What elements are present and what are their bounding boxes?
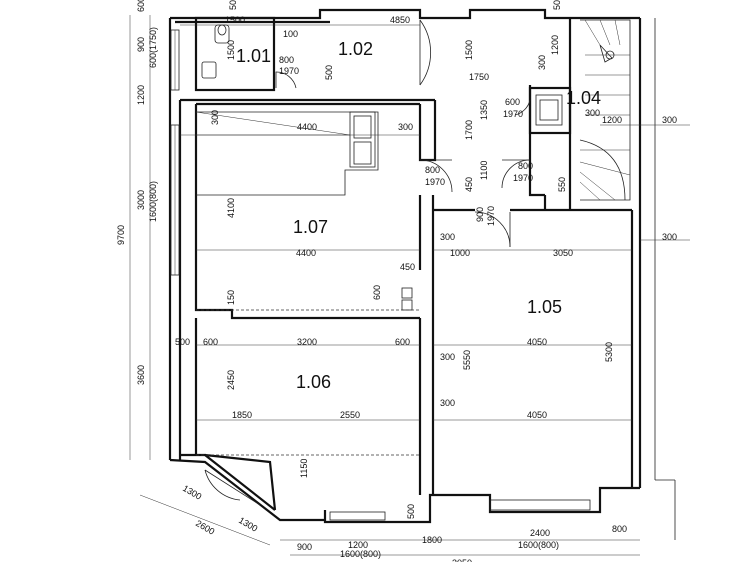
dim-label: 2550 (340, 410, 360, 420)
dim-label: 4400 (296, 248, 316, 258)
dim-label: 1970 (503, 109, 523, 119)
dim-label: 300 (398, 122, 413, 132)
dim-label: 900 (136, 37, 146, 52)
dim-label: 3050 (553, 248, 573, 258)
dim-label: 3050 (452, 558, 472, 562)
dim-label: 300 (585, 108, 600, 118)
dimension-labels-vertical: 600 900 600(1750) 1200 9700 3000 1600(80… (116, 0, 614, 478)
dim-label: 1970 (486, 206, 496, 226)
dim-label: 1000 (450, 248, 470, 258)
dim-label: 2600 (194, 518, 216, 537)
dimension-lines (129, 15, 690, 556)
room-label-1-05: 1.05 (527, 297, 562, 317)
dim-label: 1850 (232, 410, 252, 420)
dim-label: 1150 (299, 459, 309, 478)
dim-label: 600 (395, 337, 410, 347)
dim-label: 3600 (136, 365, 146, 385)
dim-label: 4850 (390, 15, 410, 25)
dim-label: 1350 (479, 100, 489, 120)
dim-label: 300 (210, 110, 220, 125)
dim-label: 100 (283, 29, 298, 39)
dim-label: 1600(800) (518, 540, 559, 550)
dim-label: 600 (136, 0, 146, 12)
dim-label: 1200 (348, 540, 368, 550)
room-label-1-01: 1.01 (236, 46, 271, 66)
dim-label: 4400 (297, 122, 317, 132)
dim-label: 1750 (469, 72, 489, 82)
room-label-1-02: 1.02 (338, 39, 373, 59)
dim-label: 450 (400, 262, 415, 272)
dim-label: 800 (518, 161, 533, 171)
dim-label: 1200 (550, 35, 560, 55)
dim-label: 300 (440, 352, 455, 362)
room-labels: 1.01 1.02 1.04 1.05 1.06 1.07 (236, 39, 601, 392)
dim-label: 9700 (116, 225, 126, 245)
doors (204, 19, 531, 506)
dim-label: 150 (226, 290, 236, 305)
dim-label: 1800 (422, 535, 442, 545)
dim-label: 2400 (530, 528, 550, 538)
dim-label: 500 (228, 0, 238, 10)
room-label-1-07: 1.07 (293, 217, 328, 237)
dim-label: 800 (612, 524, 627, 534)
diagonal-dimensions: 1300 1300 2600 (181, 483, 259, 537)
dim-label: 900 (475, 207, 485, 222)
room-label-1-06: 1.06 (296, 372, 331, 392)
room-label-1-04: 1.04 (566, 88, 601, 108)
dashed-lines (196, 309, 420, 456)
dim-label: 500 (324, 65, 334, 80)
dim-label: 900 (297, 542, 312, 552)
dim-label: 600(1750) (148, 27, 158, 68)
dim-label: 300 (440, 232, 455, 242)
dim-label: 300 (440, 398, 455, 408)
dim-label: 500 (406, 504, 416, 519)
staircase (579, 19, 631, 201)
dim-label: 1970 (513, 173, 533, 183)
dim-label: 1200 (136, 85, 146, 105)
dim-label: 1600(800) (340, 549, 381, 559)
dim-label: 1300 (237, 515, 259, 534)
dim-label: 800 (279, 55, 294, 65)
dim-label: 1700 (464, 120, 474, 140)
dim-label: 300 (537, 55, 547, 70)
dim-label: 4050 (527, 337, 547, 347)
dim-label: 600 (203, 337, 218, 347)
dim-label: 1970 (279, 66, 299, 76)
dim-label: 1500 (225, 15, 245, 25)
fixtures (195, 24, 563, 311)
dim-label: 3000 (136, 190, 146, 210)
dim-label: 500 (552, 0, 562, 10)
dim-label: 3200 (297, 337, 317, 347)
dim-label: 1300 (181, 483, 203, 502)
dim-label: 1200 (602, 115, 622, 125)
dim-label: 4050 (527, 410, 547, 420)
dim-label: 600 (372, 285, 382, 300)
dim-label: 1600(800) (148, 181, 158, 222)
dim-label: 450 (464, 177, 474, 192)
dim-label: 1970 (425, 177, 445, 187)
dim-label: 800 (425, 165, 440, 175)
dim-label: 300 (662, 115, 677, 125)
dim-label: 1100 (479, 161, 489, 180)
dim-label: 4100 (226, 198, 236, 218)
dim-label: 1500 (464, 40, 474, 60)
dimension-labels: 1500 4850 100 800 1970 1750 600 1970 300… (175, 15, 677, 562)
dim-label: 2450 (226, 370, 236, 390)
dim-label: 600 (505, 97, 520, 107)
dim-label: 550 (557, 177, 567, 192)
dim-label: 1500 (226, 40, 236, 60)
dim-label: 300 (662, 232, 677, 242)
dim-label: 5300 (604, 342, 614, 362)
dim-label: 5550 (462, 350, 472, 370)
dim-label: 500 (175, 337, 190, 347)
